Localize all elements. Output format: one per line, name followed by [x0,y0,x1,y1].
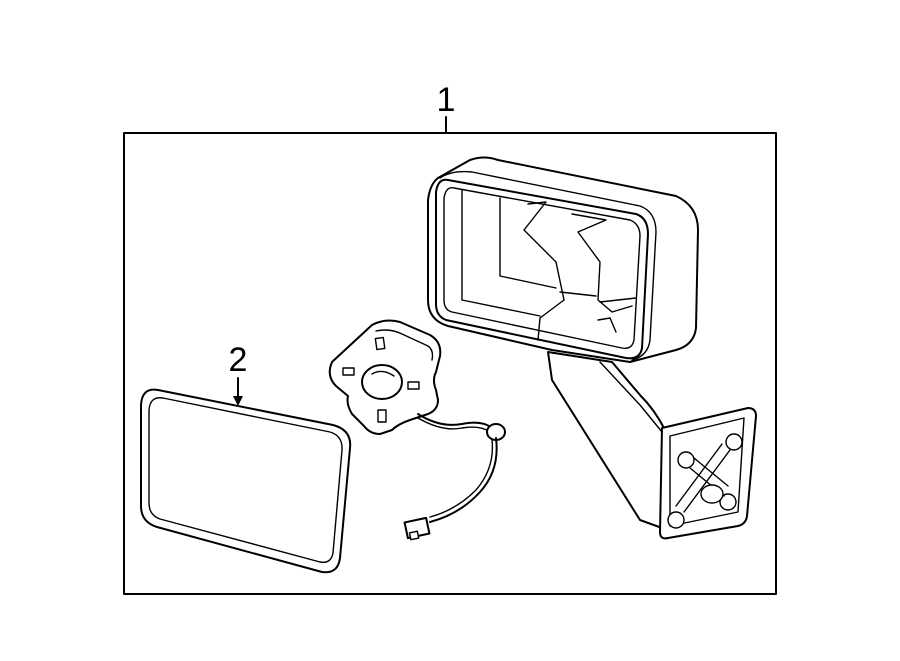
callout-1-label: 1 [437,81,456,119]
callout-1: 1 [437,81,456,134]
mirror-housing [427,156,757,540]
mirror-glass [140,388,352,574]
callout-2-arrowhead [233,396,243,406]
callout-2: 2 [229,341,248,406]
mirror-actuator [328,319,506,541]
assembly-frame [123,132,777,595]
callout-2-label: 2 [229,341,248,379]
